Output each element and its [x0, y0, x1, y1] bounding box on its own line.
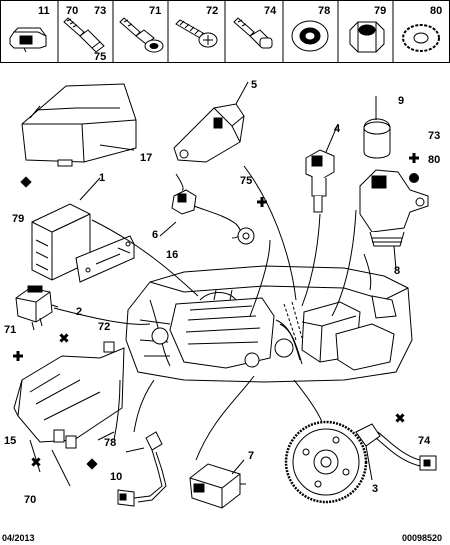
cross-marker-icon [28, 454, 44, 470]
header-label-78: 78 [318, 5, 330, 17]
engine-bay-illustration [125, 265, 413, 383]
square-marker-icon [20, 176, 32, 188]
wired-sensor-part [117, 431, 167, 507]
header-label-79: 79 [374, 5, 386, 17]
cross-marker-icon [392, 410, 408, 426]
header-label-75: 75 [94, 51, 106, 63]
callout-9: 9 [398, 95, 404, 107]
flywheel-sensor-part [355, 423, 437, 471]
callout-2: 2 [76, 306, 82, 318]
callout-4: 4 [334, 123, 341, 135]
flywheel-part [284, 420, 368, 504]
dot-marker-icon [409, 173, 419, 183]
mounting-bracket-part [13, 341, 125, 449]
screw-washer-part-image [119, 17, 164, 53]
callout-5: 5 [251, 79, 257, 91]
serrated-washer-part-image [402, 24, 440, 52]
callout-6: 6 [152, 229, 158, 241]
callout-1: 1 [99, 172, 105, 184]
clip-part-image [9, 27, 47, 53]
header-parts-strip [0, 0, 450, 63]
callout-74: 74 [418, 435, 431, 447]
callout-80: 80 [428, 154, 440, 166]
callout-3: 3 [372, 483, 378, 495]
callout-7: 7 [248, 450, 254, 462]
header-label-80: 80 [430, 5, 442, 17]
bolt-part-image [63, 17, 105, 53]
relay-part [15, 285, 53, 331]
camshaft-sensor-part [359, 169, 429, 247]
plus-marker-icon [257, 197, 267, 207]
callout-17: 17 [140, 152, 152, 164]
sensor-cap-part [363, 118, 391, 159]
sensor-box-part [189, 463, 246, 509]
square-marker-icon [86, 458, 98, 470]
nut-part-image [349, 21, 385, 53]
leader-lines [29, 81, 397, 487]
bracket-part-5 [173, 103, 245, 163]
header-label-74: 74 [264, 5, 277, 17]
plus-marker-icon [13, 351, 23, 361]
header-label-73: 73 [94, 5, 106, 17]
callout-10: 10 [110, 471, 122, 483]
callout-75: 75 [240, 175, 252, 187]
callout-16: 16 [166, 249, 178, 261]
callout-71: 71 [4, 324, 16, 336]
callout-70: 70 [24, 494, 36, 506]
plus-marker-icon [409, 153, 419, 163]
callout-72: 72 [98, 321, 110, 333]
footer-date: 04/2013 [2, 533, 35, 543]
ecu-cover-part [21, 83, 137, 167]
collar-bolt-part-image [233, 17, 273, 49]
cross-marker-icon [56, 330, 72, 346]
callout-15: 15 [4, 435, 16, 447]
header-label-71: 71 [149, 5, 161, 17]
footer-reference: 00098520 [402, 533, 442, 543]
callout-78: 78 [104, 437, 116, 449]
callout-73: 73 [428, 130, 440, 142]
callout-79: 79 [12, 213, 24, 225]
tapping-screw-part-image [175, 19, 218, 48]
ecu-bracket-part [75, 235, 135, 283]
callout-8: 8 [394, 265, 400, 277]
temperature-sensor-part [305, 149, 335, 213]
header-label-70: 70 [66, 5, 78, 17]
grommet-part-image [291, 20, 329, 52]
header-label-11: 11 [38, 5, 50, 17]
knock-sensor-part [171, 189, 255, 245]
header-label-72: 72 [206, 5, 218, 17]
